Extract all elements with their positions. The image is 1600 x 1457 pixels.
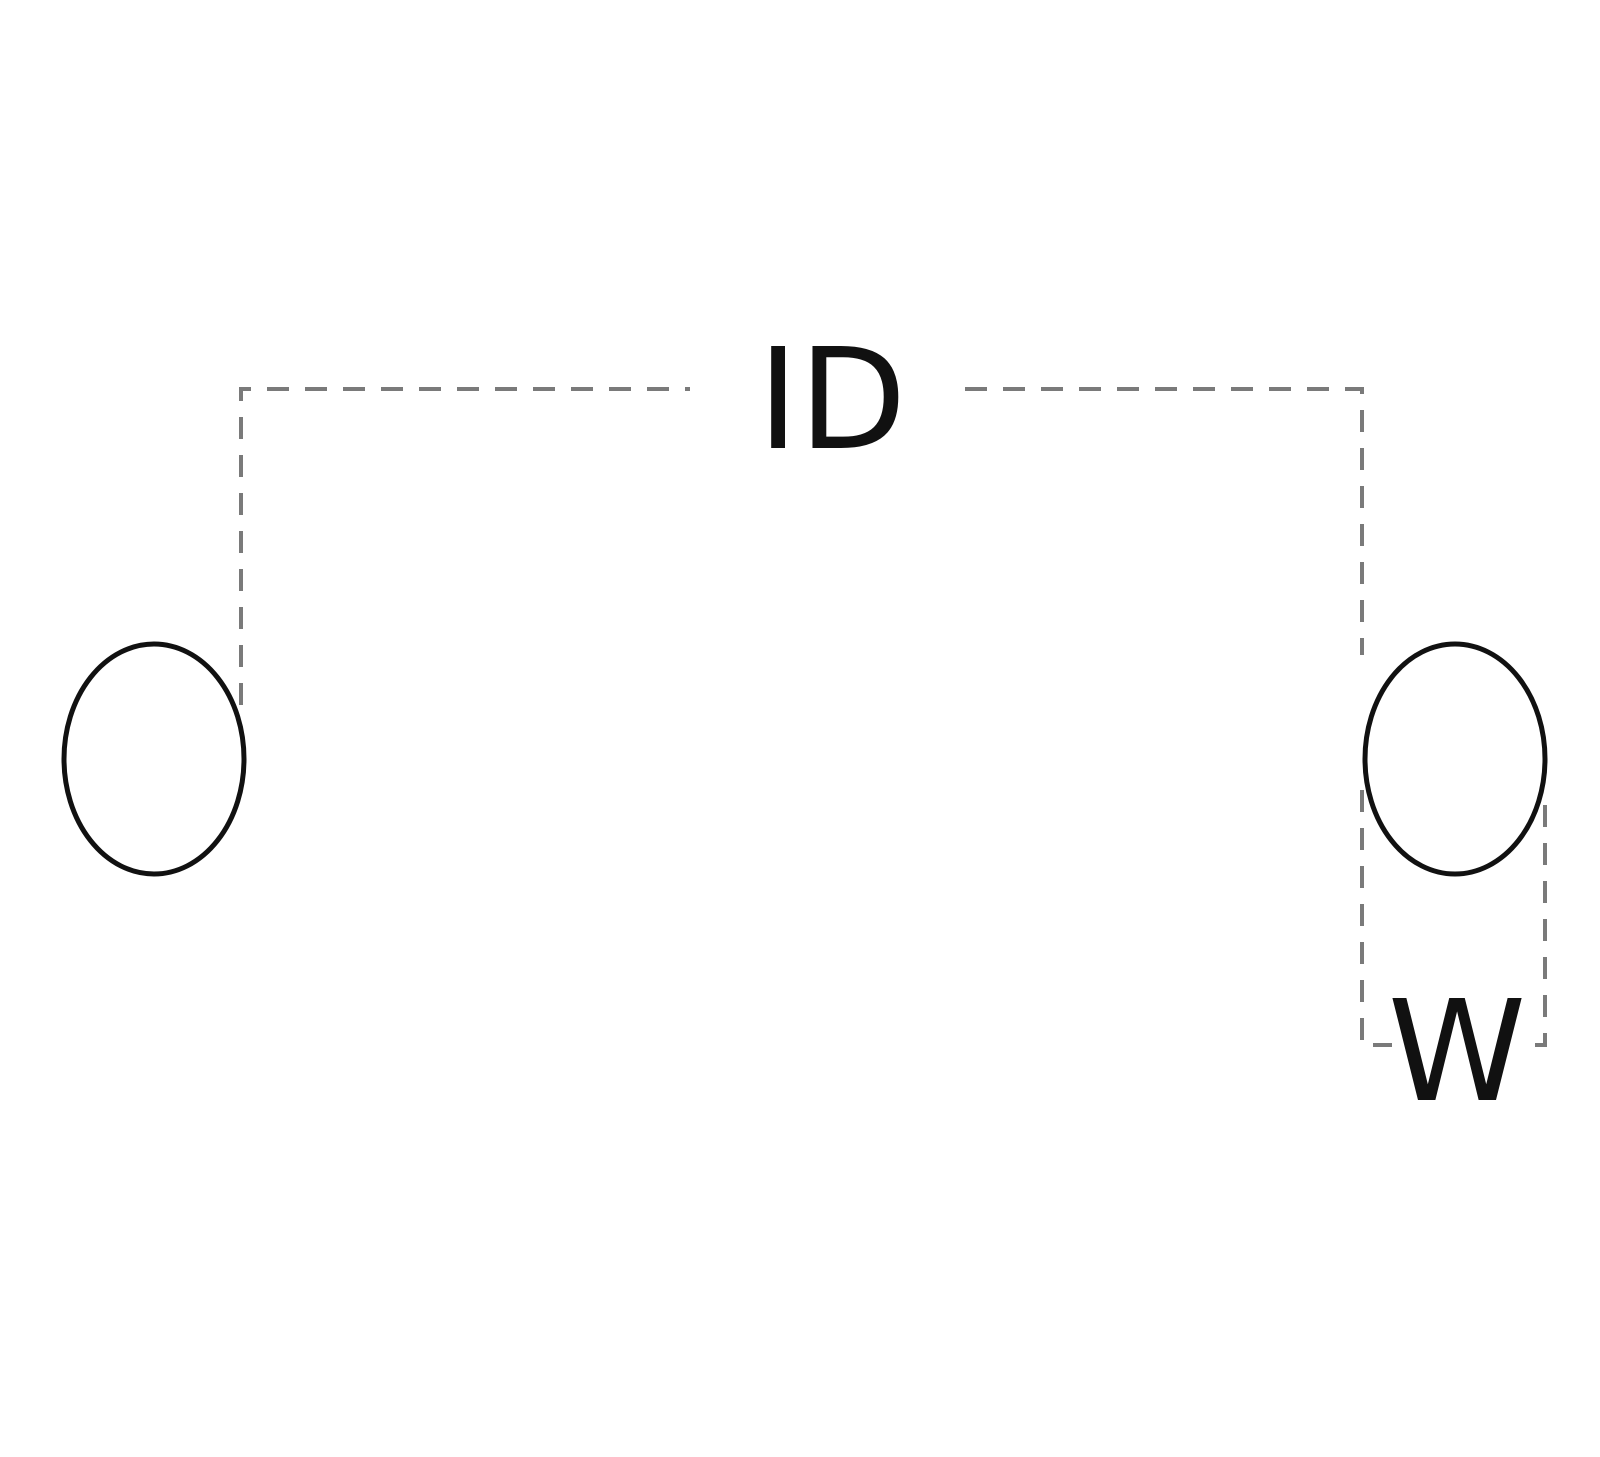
id-dimension-line-right — [965, 387, 1364, 655]
right-ring-cross-section — [1362, 641, 1548, 877]
inner-dimension-label: ID — [757, 319, 906, 482]
left-ring-cross-section — [61, 641, 247, 877]
w-dimension-line-left — [1360, 790, 1392, 1047]
width-dimension-label: W — [1388, 971, 1526, 1134]
id-dimension-line-left — [239, 387, 690, 705]
w-dimension-line-right — [1520, 805, 1547, 1047]
